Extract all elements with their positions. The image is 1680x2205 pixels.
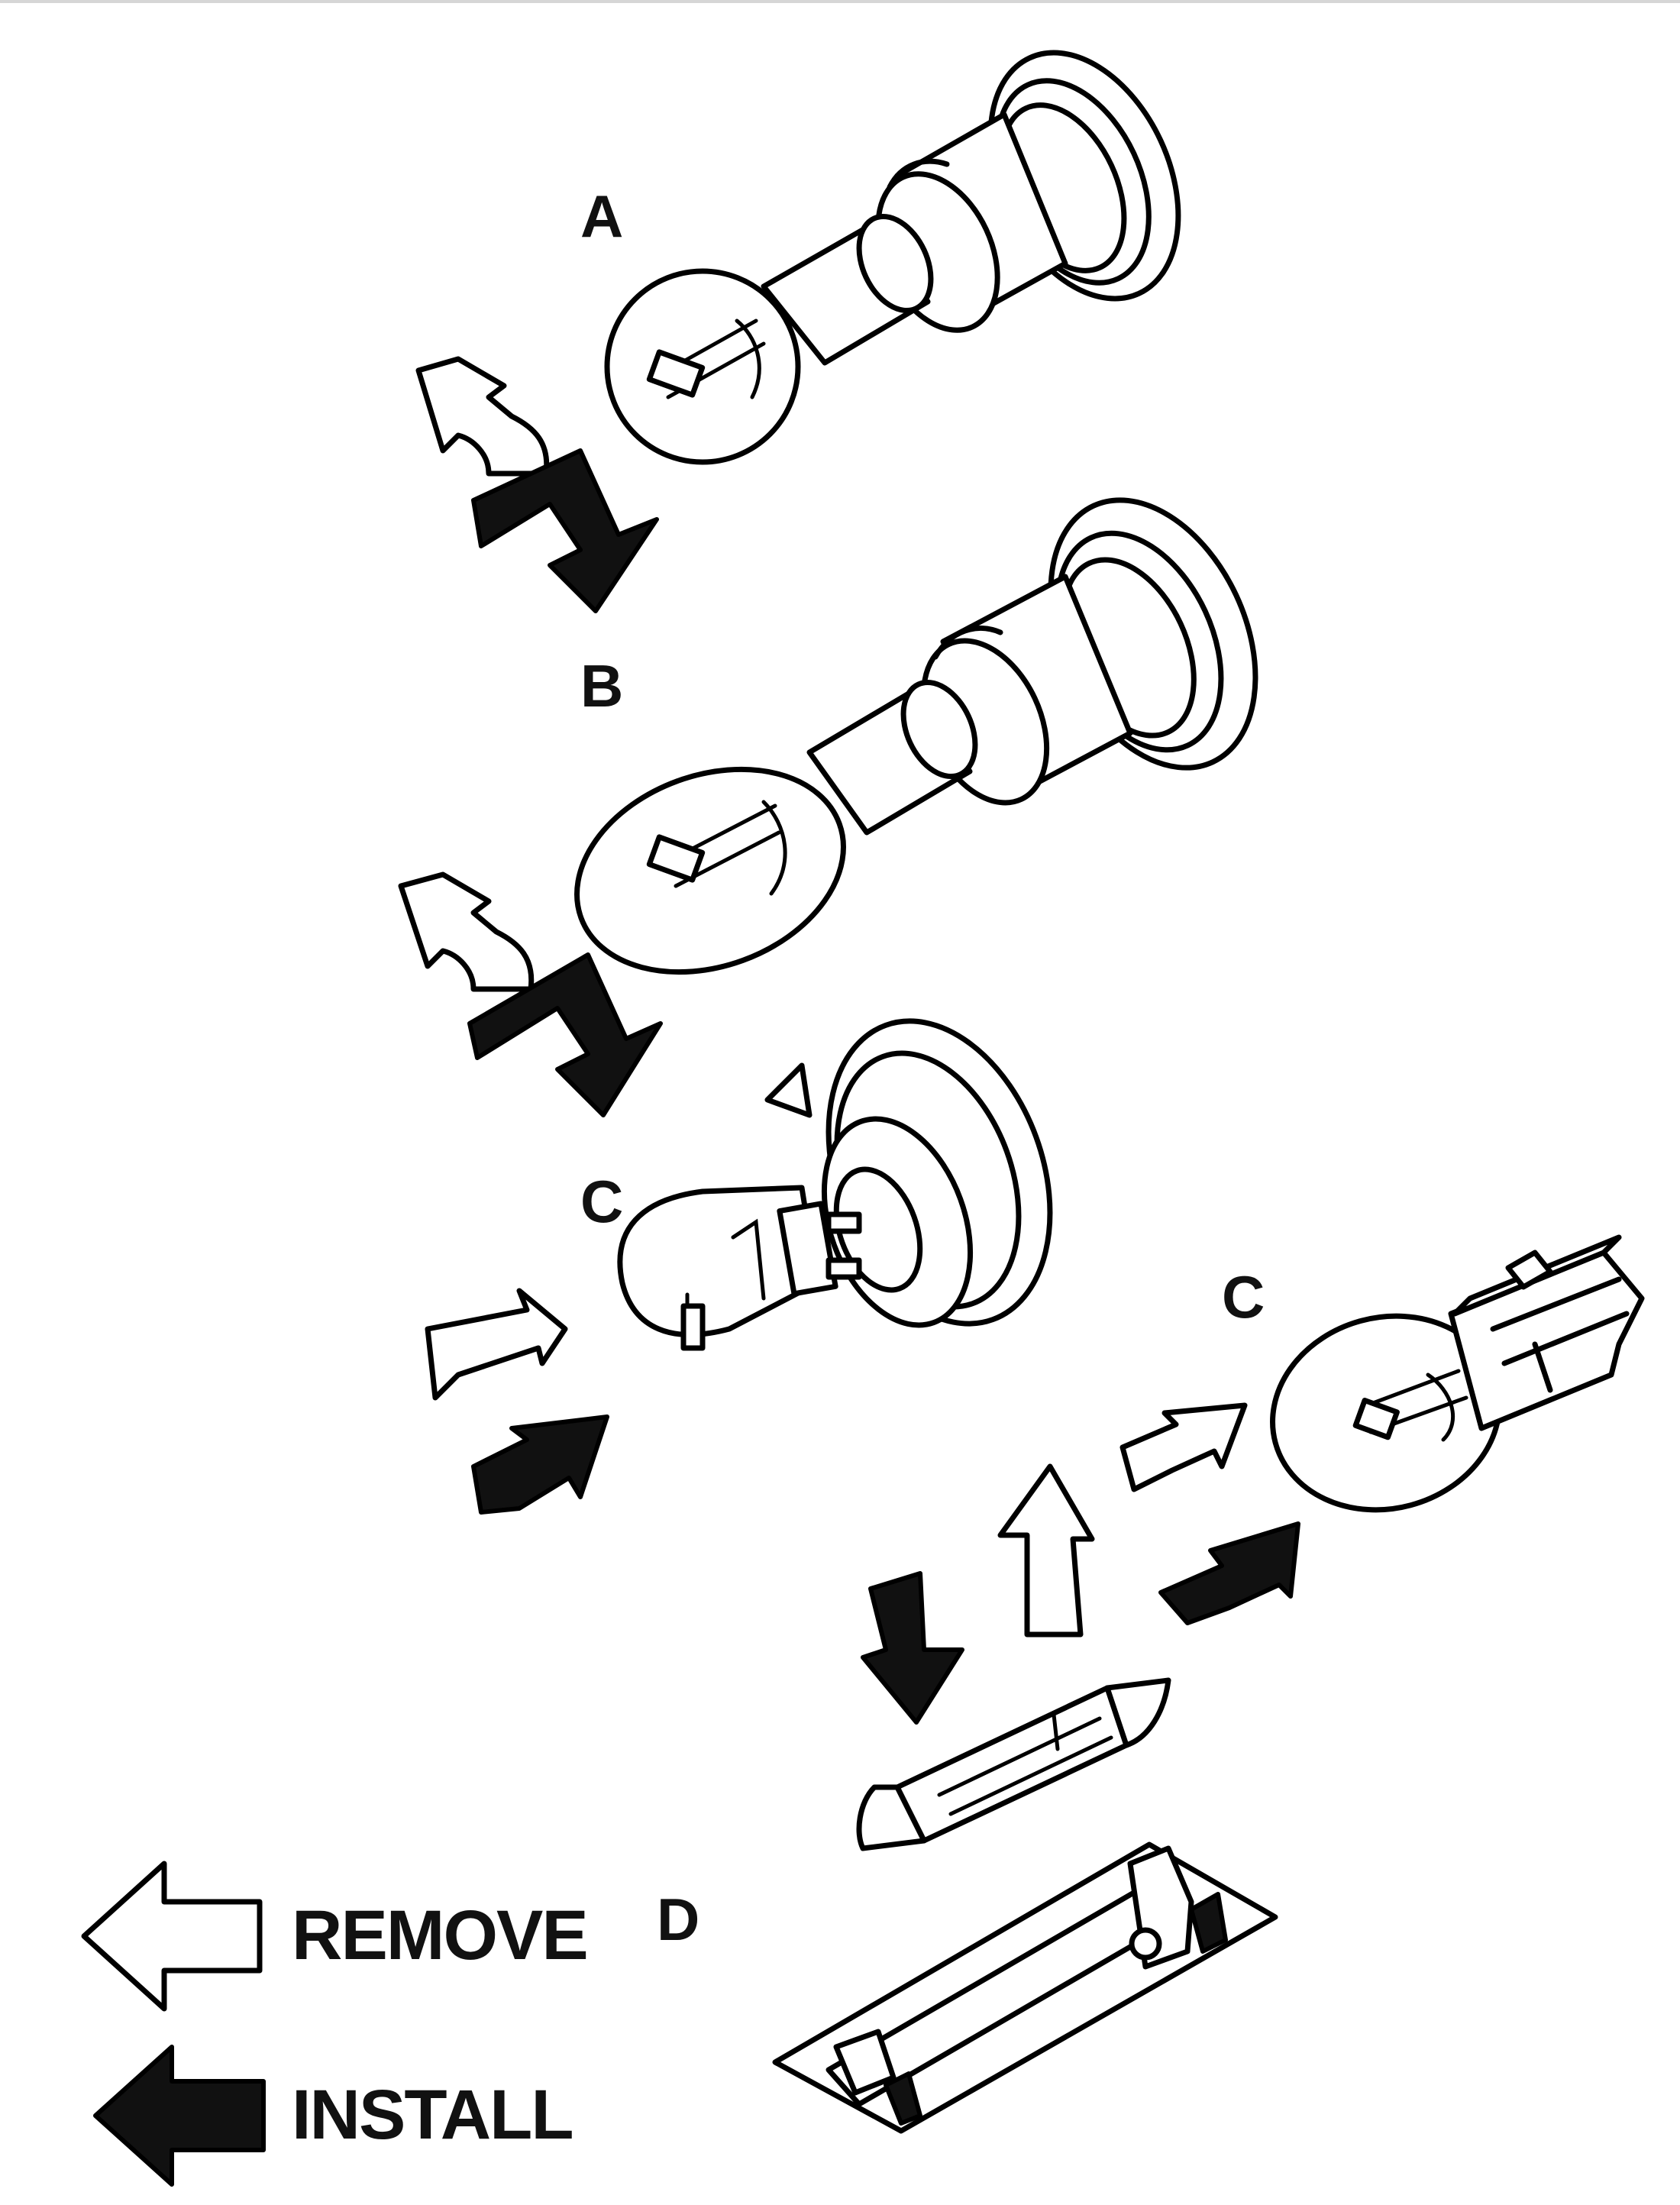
top-border: [0, 0, 1680, 3]
bulb-c-right-remove-arrow: [1119, 1402, 1248, 1492]
bulb-b-assembly: B: [398, 497, 1258, 1117]
legend-remove-label: REMOVE: [292, 1896, 587, 1974]
bulb-c-right-assembly: C: [1119, 1234, 1645, 1625]
bulb-d-assembly: D: [657, 1463, 1278, 2134]
bulb-c-left-remove-arrow: [425, 1288, 568, 1401]
bulb-c-left-assembly: C: [425, 1018, 1053, 1515]
bulb-b-label: B: [580, 652, 623, 719]
remove-arrow-icon: [81, 1861, 263, 2012]
install-arrow-icon: [93, 2045, 266, 2187]
bulb-d-festoon-bulb: [856, 1677, 1171, 1851]
bulb-a-label: A: [580, 183, 623, 250]
bulb-d-holder: [772, 1841, 1278, 2134]
legend: REMOVE INSTALL: [81, 1861, 589, 2187]
bulb-d-remove-arrow: [997, 1463, 1095, 1638]
bulb-c-right-label: C: [1222, 1263, 1265, 1330]
bulb-c-right-base: [1448, 1234, 1645, 1431]
bulb-c-left-install-arrow: [471, 1414, 609, 1515]
bulb-c-left-socket: [764, 1018, 1053, 1328]
legend-remove: REMOVE: [81, 1861, 589, 2012]
bulb-a-bulb: [604, 213, 934, 465]
legend-install-label: INSTALL: [292, 2076, 573, 2154]
bulb-d-label: D: [657, 1886, 699, 1953]
legend-install: INSTALL: [93, 2045, 574, 2187]
bulb-a-remove-arrow: [415, 356, 550, 477]
bulb-a-install-arrow: [471, 448, 659, 613]
bulb-a-assembly: A: [415, 50, 1181, 613]
bulb-b-install-arrow: [467, 952, 663, 1117]
bulb-d-install-arrow: [861, 1571, 964, 1725]
bulb-c-left-label: C: [580, 1168, 623, 1235]
bulb-b-remove-arrow: [398, 871, 535, 992]
bulb-a-socket: [875, 50, 1181, 333]
bulb-c-left-bulb: [617, 1185, 862, 1351]
bulb-c-right-install-arrow: [1158, 1521, 1300, 1625]
bulb-b-bulb: [574, 679, 978, 975]
bulb-b-socket: [920, 497, 1258, 806]
